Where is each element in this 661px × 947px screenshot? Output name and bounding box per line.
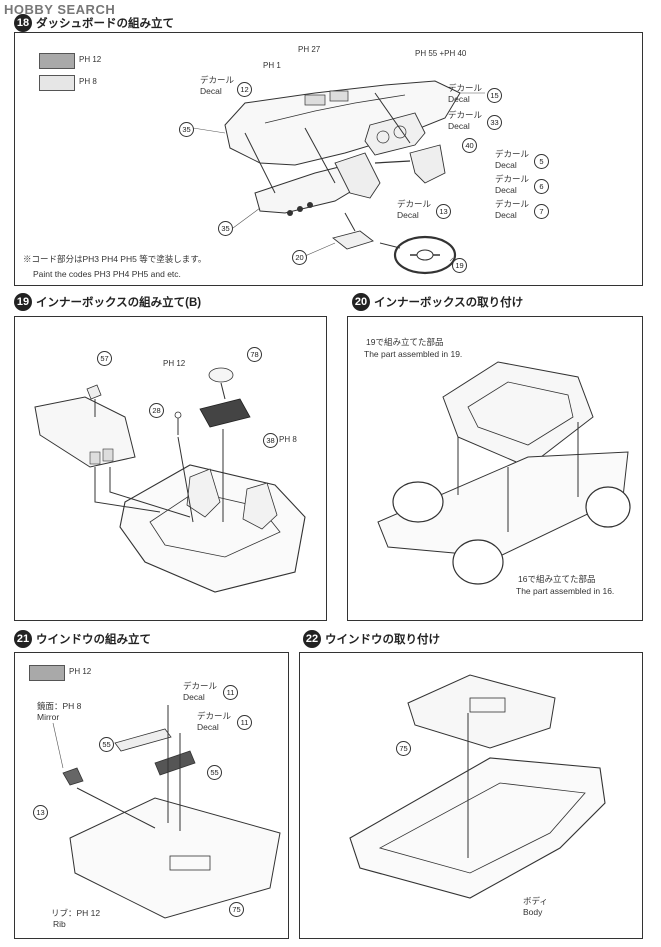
swatch-code: PH 12: [69, 667, 92, 676]
part-number: 35: [218, 221, 233, 236]
swatch-code: PH 12: [79, 55, 102, 64]
part-number: 75: [396, 741, 411, 756]
part-number: 55: [207, 765, 222, 780]
paint-swatch-ph12: [29, 665, 65, 681]
part-number: 78: [247, 347, 262, 362]
watermark: HOBBY SEARCH: [4, 2, 116, 17]
decal-label-ja: デカール: [495, 174, 530, 184]
part-number: 75: [229, 902, 244, 917]
paint-ref: PH 55 +PH 40: [415, 49, 467, 58]
decal-label-ja: デカール: [448, 83, 483, 93]
part-number: 6: [534, 179, 549, 194]
part-number: 20: [292, 250, 307, 265]
step-number: 18: [14, 14, 32, 32]
part-number: 7: [534, 204, 549, 219]
decal-label-en: Decal: [495, 185, 517, 195]
step-number: 20: [352, 293, 370, 311]
decal-label-ja: デカール: [200, 75, 235, 85]
decal-label-en: Decal: [197, 722, 219, 732]
paint-ref: PH 1: [263, 61, 281, 70]
swatch-code: PH 8: [79, 77, 97, 86]
part-number: 11: [237, 715, 252, 730]
part-number: 19: [452, 258, 467, 273]
decal-label-ja: デカール: [448, 110, 483, 120]
step-20-panel: 19で組み立てた部品 The part assembled in 19. 16で…: [347, 316, 643, 621]
part-number: 38: [263, 433, 278, 448]
paint-swatch-ph8: [39, 75, 75, 91]
decal-label-en: Decal: [495, 160, 517, 170]
part-number: 57: [97, 351, 112, 366]
part-number: 35: [179, 122, 194, 137]
decal-label-ja: デカール: [495, 149, 530, 159]
part-number: 5: [534, 154, 549, 169]
inner-box-install-drawing: [377, 361, 631, 585]
step-number: 22: [303, 630, 321, 648]
window-install-drawing: [349, 674, 606, 899]
part-number: 40: [462, 138, 477, 153]
step-number: 21: [14, 630, 32, 648]
inner-box-drawing: [34, 367, 306, 593]
decal-label-en: Decal: [448, 121, 470, 131]
step-19-header: 19 インナーボックスの組み立て(B): [14, 293, 201, 311]
decal-label-en: Decal: [448, 94, 470, 104]
part-number: 28: [149, 403, 164, 418]
step-18-header: 18 ダッシュボードの組み立て: [14, 14, 174, 32]
rib-label-en: Rib: [53, 919, 66, 929]
note-assembled-19-ja: 19で組み立てた部品: [366, 337, 444, 347]
note-assembled-16-en: The part assembled in 16.: [516, 586, 615, 596]
decal-label-ja: デカール: [495, 199, 530, 209]
step-21-header: 21 ウインドウの組み立て: [14, 630, 151, 648]
step-20-header: 20 インナーボックスの取り付け: [352, 293, 523, 311]
part-number: 15: [487, 88, 502, 103]
body-label-ja: ボディ: [523, 896, 548, 906]
part-number: 12: [237, 82, 252, 97]
rib-label-ja: リブ：PH 12: [51, 908, 101, 918]
step-22-header: 22 ウインドウの取り付け: [303, 630, 440, 648]
step-title: ダッシュボードの組み立て: [36, 18, 174, 30]
part-number: 11: [223, 685, 238, 700]
decal-label-en: Decal: [200, 86, 222, 96]
step-number: 19: [14, 293, 32, 311]
paint-ref: PH 27: [298, 45, 321, 54]
step-21-panel: PH 12 鏡面：PH 8 Mirror デカール Decal 11 デカール …: [14, 652, 289, 939]
note-assembled-19-en: The part assembled in 19.: [364, 349, 463, 359]
decal-label-en: Decal: [397, 210, 419, 220]
step-title: インナーボックスの取り付け: [374, 297, 524, 309]
note-assembled-16-ja: 16で組み立てた部品: [518, 574, 596, 584]
mirror-label-en: Mirror: [37, 712, 60, 722]
dashboard-drawing: [192, 80, 485, 275]
decal-label-en: Decal: [495, 210, 517, 220]
paint-ref: PH 12: [163, 359, 186, 368]
decal-label-ja: デカール: [197, 711, 232, 721]
part-number: 55: [99, 737, 114, 752]
decal-label-ja: デカール: [397, 199, 432, 209]
paint-swatch-ph12: [39, 53, 75, 69]
step-19-panel: 57 PH 12 78 28 38 PH 8: [14, 316, 327, 621]
step-22-panel: 75 ボディ Body: [299, 652, 643, 939]
part-number: 33: [487, 115, 502, 130]
paint-note-ja: ※コード部分はPH3 PH4 PH5 等で塗装します。: [23, 254, 207, 264]
part-number: 13: [33, 805, 48, 820]
part-number: 13: [436, 204, 451, 219]
body-label-en: Body: [523, 907, 543, 917]
mirror-label-ja: 鏡面：PH 8: [37, 701, 82, 711]
paint-ref: PH 8: [279, 435, 297, 444]
step-title: ウインドウの取り付け: [325, 634, 440, 646]
decal-label-en: Decal: [183, 692, 205, 702]
window-assembly-drawing: [52, 705, 281, 919]
paint-note-en: Paint the codes PH3 PH4 PH5 and etc.: [33, 269, 181, 279]
decal-label-ja: デカール: [183, 681, 218, 691]
step-title: インナーボックスの組み立て(B): [36, 297, 202, 309]
step-18-panel: PH 12 PH 8 PH 27 PH 1 PH 55 +PH 40 デカール …: [14, 32, 643, 286]
step-title: ウインドウの組み立て: [36, 634, 151, 646]
